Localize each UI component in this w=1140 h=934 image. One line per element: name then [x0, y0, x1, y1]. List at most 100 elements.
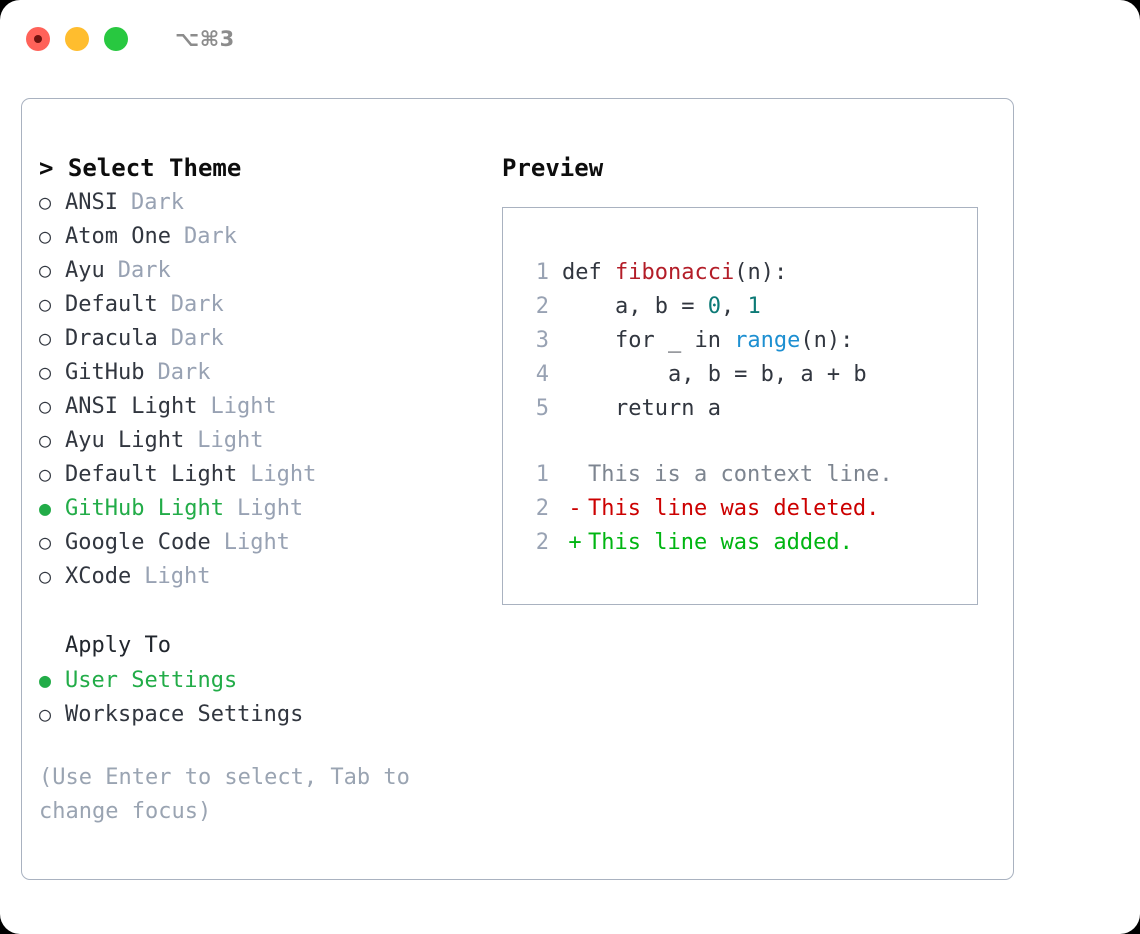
- diff-line-number: 2: [535, 496, 549, 521]
- theme-option-tag: Dark: [183, 224, 237, 249]
- code-token: return a: [562, 396, 721, 421]
- diff-sample: 1 This is a context line. 2-This line was…: [521, 458, 893, 560]
- code-line: 1 def fibonacci(n):: [521, 256, 867, 290]
- theme-option-label: Dracula: [65, 326, 158, 351]
- radio-selected-icon: ●: [39, 496, 52, 520]
- code-line-number: 3: [535, 328, 549, 353]
- code-token: 0: [707, 294, 721, 319]
- theme-option-tag: Light: [223, 530, 290, 555]
- diff-marker: [562, 458, 588, 492]
- theme-option-tag: Dark: [170, 292, 224, 317]
- theme-option-ansi-light[interactable]: ○ ANSI Light Light: [39, 389, 499, 423]
- code-line-number: 4: [535, 362, 549, 387]
- theme-option-ayu-light[interactable]: ○ Ayu Light Light: [39, 423, 499, 457]
- code-line-text: a, b = 0, 1: [562, 290, 761, 324]
- theme-option-github-light[interactable]: ● GitHub Light Light: [39, 491, 499, 525]
- theme-option-tag: Dark: [170, 326, 224, 351]
- theme-option-tag: Light: [236, 496, 304, 521]
- code-line: 5 return a: [521, 392, 867, 426]
- diff-line-text: This is a context line.: [588, 462, 893, 487]
- radio-unselected-icon: ○: [39, 702, 52, 726]
- apply-to-list[interactable]: ●User Settings ○ Workspace Settings: [39, 663, 499, 731]
- radio-unselected-icon: ○: [39, 326, 52, 350]
- diff-marker: -: [568, 496, 582, 521]
- maximize-button[interactable]: [104, 27, 128, 51]
- apply-to-section: Apply To ●User Settings ○ Workspace Settin…: [39, 629, 499, 731]
- apply-to-option-label: User Settings: [65, 668, 238, 693]
- theme-option-label: GitHub: [65, 360, 145, 385]
- keyboard-shortcut-label: ⌥⌘3: [175, 27, 235, 51]
- theme-option-label: Default: [65, 292, 158, 317]
- radio-unselected-icon: ○: [39, 394, 52, 418]
- close-button[interactable]: [26, 27, 50, 51]
- theme-option-label: Ayu: [65, 258, 105, 283]
- code-line: 3 for _ in range(n):: [521, 324, 867, 358]
- theme-option-label: GitHub Light: [65, 496, 224, 521]
- radio-unselected-icon: ○: [39, 462, 52, 486]
- apply-to-option-label: Workspace Settings: [65, 702, 304, 727]
- apply-to-heading: Apply To: [65, 633, 171, 658]
- theme-option-ayu[interactable]: ○ Ayu Dark: [39, 253, 499, 287]
- diff-marker: +: [568, 530, 582, 555]
- keyboard-hint-text: (Use Enter to select, Tab to change focu…: [39, 765, 424, 824]
- radio-unselected-icon: ○: [39, 360, 52, 384]
- window-controls: [26, 27, 128, 51]
- record-indicator-icon: [34, 35, 42, 43]
- radio-unselected-icon: ○: [39, 564, 52, 588]
- theme-option-default-light[interactable]: ○ Default Light Light: [39, 457, 499, 491]
- theme-option-label: ANSI: [65, 190, 118, 215]
- code-token: ,: [720, 294, 748, 319]
- code-token: for _ in: [562, 328, 735, 353]
- theme-option-label: ANSI Light: [65, 394, 198, 419]
- apply-to-option-user-settings[interactable]: ●User Settings: [39, 663, 499, 697]
- minimize-button[interactable]: [65, 27, 89, 51]
- radio-unselected-icon: ○: [39, 258, 52, 282]
- preview-heading: Preview: [502, 154, 604, 182]
- diff-line-add: 2+This line was added.: [521, 526, 893, 560]
- radio-unselected-icon: ○: [39, 428, 52, 452]
- code-line: 2 a, b = 0, 1: [521, 290, 867, 324]
- code-token: 1: [747, 294, 761, 319]
- code-line-text: return a: [562, 392, 721, 426]
- theme-option-tag: Light: [197, 428, 264, 453]
- code-token: (n):: [734, 260, 788, 285]
- diff-line-number: 2: [535, 530, 549, 555]
- code-token: a, b =: [562, 294, 708, 319]
- radio-unselected-icon: ○: [39, 190, 52, 214]
- diff-line-text: This line was deleted.: [588, 496, 880, 521]
- select-theme-heading: > Select Theme: [39, 154, 242, 182]
- radio-unselected-icon: ○: [39, 530, 52, 554]
- code-line-number: 5: [535, 396, 549, 421]
- diff-line-number: 1: [535, 462, 549, 487]
- theme-option-tag: Light: [250, 462, 317, 487]
- theme-option-tag: Light: [210, 394, 277, 419]
- apply-to-option-workspace-settings[interactable]: ○ Workspace Settings: [39, 697, 499, 731]
- code-line-text: for _ in range(n):: [562, 324, 853, 358]
- theme-option-label: Default Light: [65, 462, 238, 487]
- code-token: range: [734, 328, 801, 353]
- theme-option-label: Atom One: [65, 224, 171, 249]
- titlebar: ⌥⌘3: [0, 0, 1140, 78]
- theme-option-label: XCode: [65, 564, 132, 589]
- theme-option-tag: Dark: [117, 258, 171, 283]
- code-token: fibonacci: [614, 260, 735, 285]
- diff-line-ctx: 1 This is a context line.: [521, 458, 893, 492]
- theme-option-dracula[interactable]: ○ Dracula Dark: [39, 321, 499, 355]
- theme-option-label: Ayu Light: [65, 428, 185, 453]
- theme-option-default[interactable]: ○ Default Dark: [39, 287, 499, 321]
- code-line-text: a, b = b, a + b: [562, 358, 867, 392]
- radio-unselected-icon: ○: [39, 292, 52, 316]
- code-token: def: [562, 260, 615, 285]
- code-line-number: 1: [535, 260, 549, 285]
